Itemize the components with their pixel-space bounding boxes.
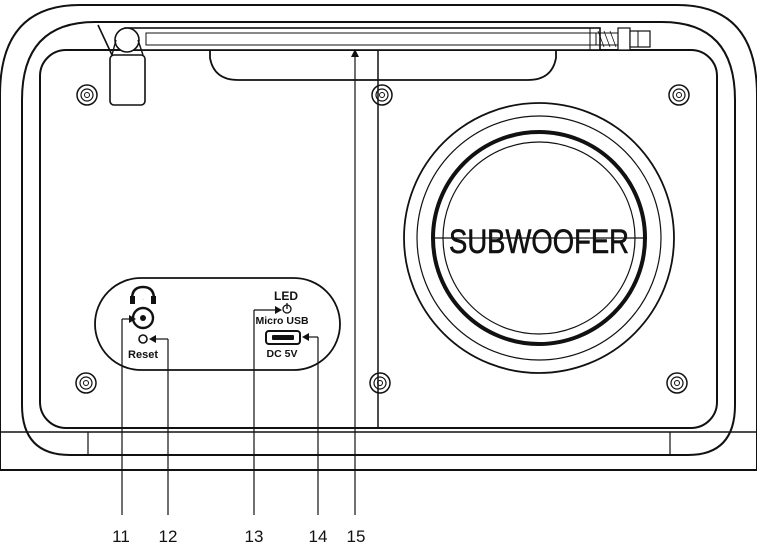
connector-panel xyxy=(94,277,341,371)
subwoofer: SUBWOOFER xyxy=(403,102,675,374)
callout-number-13: 13 xyxy=(245,527,264,546)
screw xyxy=(369,372,391,394)
headphone-symbol: Ω xyxy=(143,299,144,301)
screw xyxy=(371,84,393,106)
reset-hole[interactable] xyxy=(138,334,148,344)
callout-line-14 xyxy=(302,333,319,515)
micro-usb-port[interactable] xyxy=(265,330,301,345)
subwoofer-label: SUBWOOFER xyxy=(449,223,629,261)
led-label: LED xyxy=(274,289,298,303)
telescopic-antenna xyxy=(97,24,651,106)
top-recess xyxy=(209,50,557,81)
callout-number-11: 11 xyxy=(112,527,130,546)
dc-label: DC 5V xyxy=(267,348,298,360)
inner-housing xyxy=(21,21,736,456)
headphone-jack[interactable] xyxy=(131,306,155,330)
screw xyxy=(666,372,688,394)
screw xyxy=(75,372,97,394)
reset-label: Reset xyxy=(128,349,158,361)
screw xyxy=(668,84,690,106)
callout-line-15 xyxy=(351,49,359,515)
callout-number-12: 12 xyxy=(159,527,178,546)
callout-line-13 xyxy=(253,306,282,515)
callout-line-11 xyxy=(121,315,136,515)
headphone-icon xyxy=(130,285,156,304)
callout-line-12 xyxy=(149,335,169,515)
screw xyxy=(76,84,98,106)
power-led xyxy=(282,303,292,314)
callout-number-15: 15 xyxy=(347,527,366,546)
outer-housing xyxy=(0,4,757,471)
micro-usb-label: Micro USB xyxy=(255,315,309,327)
callout-number-14: 14 xyxy=(309,527,328,546)
